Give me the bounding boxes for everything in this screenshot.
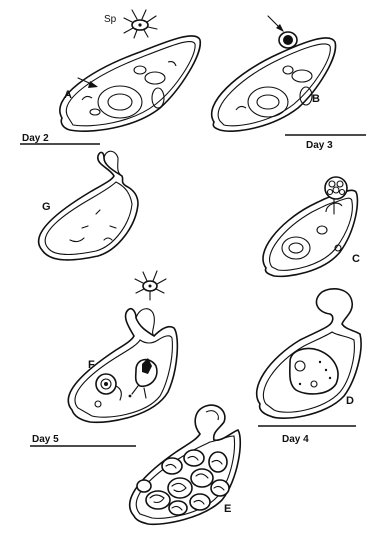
label-d: D: [346, 395, 354, 407]
day4-label: Day 4: [282, 434, 309, 445]
label-c: C: [352, 253, 360, 265]
spore-f: [135, 271, 166, 300]
label-e: E: [224, 503, 231, 515]
label-a: A: [64, 89, 72, 101]
day2-label: Day 2: [22, 133, 49, 144]
label-f: F: [88, 359, 95, 371]
spore-sp: [124, 10, 157, 38]
panel-c-cell: [263, 190, 357, 276]
label-sp: Sp: [104, 14, 117, 25]
day3-label: Day 3: [306, 140, 333, 151]
panel-a-cell: [60, 36, 200, 131]
label-g: G: [42, 201, 51, 213]
panel-b-cell: [212, 38, 336, 131]
panel-g-cell: [39, 151, 138, 260]
label-b: B: [312, 93, 320, 105]
day5-label: Day 5: [32, 434, 59, 445]
encysted-spore: [268, 16, 297, 48]
panel-f-cell: [68, 309, 177, 423]
